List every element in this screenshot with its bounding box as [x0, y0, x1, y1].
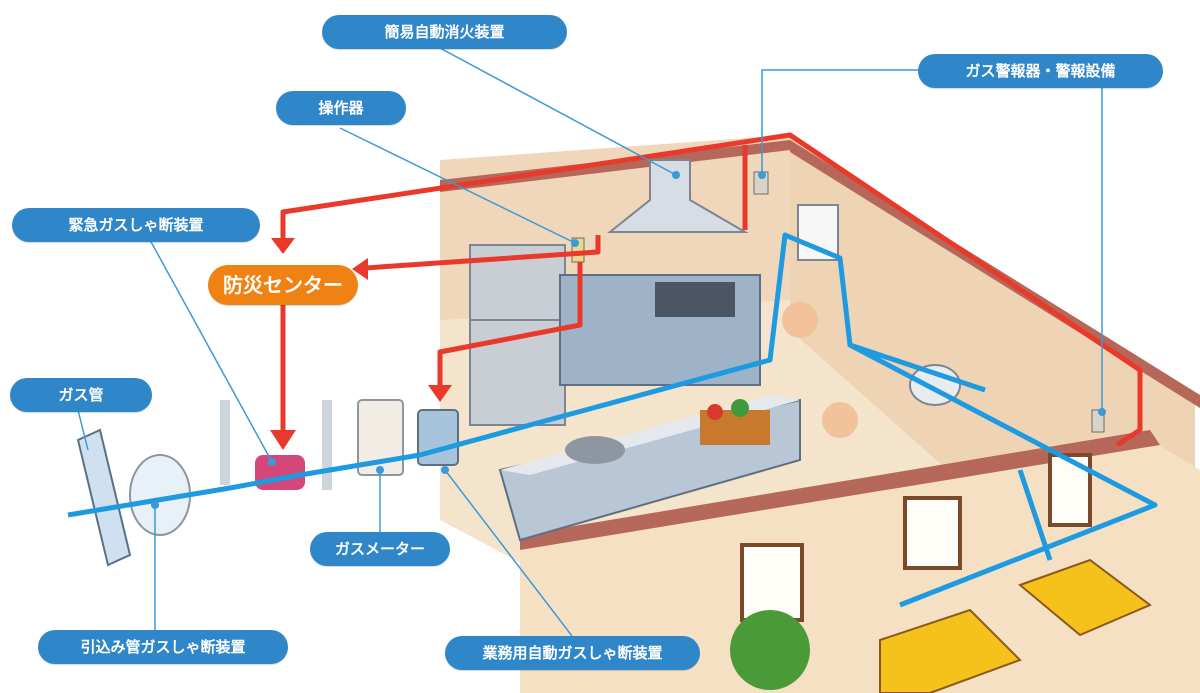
leader-alarm-left: [761, 69, 968, 175]
arrowhead-to-meter: [428, 385, 452, 402]
gas-line-dining-2: [1017, 469, 1053, 561]
emergency-shutoff-valve: [255, 455, 305, 490]
arrowhead-to-shutoff: [270, 430, 296, 450]
dot-alarm-left: [758, 171, 766, 179]
riser-pipe-1: [220, 400, 230, 485]
signal-arrowheads: [270, 238, 452, 450]
label-gas-alarm-equipment: ガス警報器・警報設備: [918, 54, 1163, 88]
leader-auto-fire: [439, 47, 677, 176]
dot-commercial: [441, 466, 449, 474]
leader-dots: [151, 171, 1106, 509]
riser-pipe-2: [322, 400, 332, 490]
dot-gas-meter: [376, 466, 384, 474]
dining-area: [730, 453, 1152, 693]
arrowhead-to-center-top: [271, 238, 295, 254]
kitchen-fixtures: [469, 159, 1105, 542]
wall-top-back: [440, 140, 790, 192]
front-wall-top: [520, 430, 1160, 550]
label-gas-meter: ガスメーター: [310, 532, 450, 566]
wall-picture-2: [903, 496, 962, 570]
vegetable-red: [707, 404, 723, 420]
dot-emergency: [268, 458, 276, 466]
signal-lines: [280, 132, 1143, 448]
label-auto-fire-extinguisher: 簡易自動消火装置: [322, 15, 567, 49]
leader-operator: [339, 127, 576, 244]
dining-table-2: [1018, 558, 1152, 637]
label-operator: 操作器: [276, 91, 406, 125]
leader-commercial: [444, 469, 573, 637]
stock-pot: [565, 436, 625, 464]
signal-operator-to-meter: [437, 262, 583, 388]
gas-line-main: [67, 232, 986, 518]
dot-operator: [571, 239, 579, 247]
chef-1: [782, 302, 818, 338]
chef-2: [822, 402, 858, 438]
gas-line-dining: [848, 342, 1158, 608]
dot-auto-fire: [672, 171, 680, 179]
wall-picture-1: [740, 543, 804, 622]
signal-operator-to-center: [364, 235, 601, 271]
label-gas-pipe: ガス管: [10, 378, 152, 412]
stove-top: [655, 282, 735, 317]
signal-alarm-to-center: [280, 132, 1143, 448]
dot-alarm-right: [1098, 408, 1106, 416]
dot-service-shutoff: [151, 501, 159, 509]
leader-gas-pipe: [77, 409, 89, 451]
label-disaster-center: 防災センター: [208, 265, 358, 305]
arrowhead-to-center-right: [352, 258, 368, 280]
vegetable-green: [731, 399, 749, 417]
label-emergency-shutoff: 緊急ガスしゃ断装置: [12, 208, 260, 242]
label-commercial-auto-shutoff: 業務用自動ガスしゃ断装置: [445, 636, 700, 670]
gas-line: [67, 232, 1158, 608]
commercial-shutoff-body: [417, 409, 459, 466]
leader-lines: [77, 47, 1103, 637]
label-service-pipe-shutoff: 引込み管ガスしゃ断装置: [38, 630, 288, 664]
water-heater: [797, 204, 839, 261]
gas-pipe-segment: [76, 428, 132, 567]
plant: [730, 610, 810, 690]
dining-table-1: [879, 608, 1022, 693]
leader-emergency: [149, 239, 273, 463]
range-hood: [607, 159, 749, 233]
